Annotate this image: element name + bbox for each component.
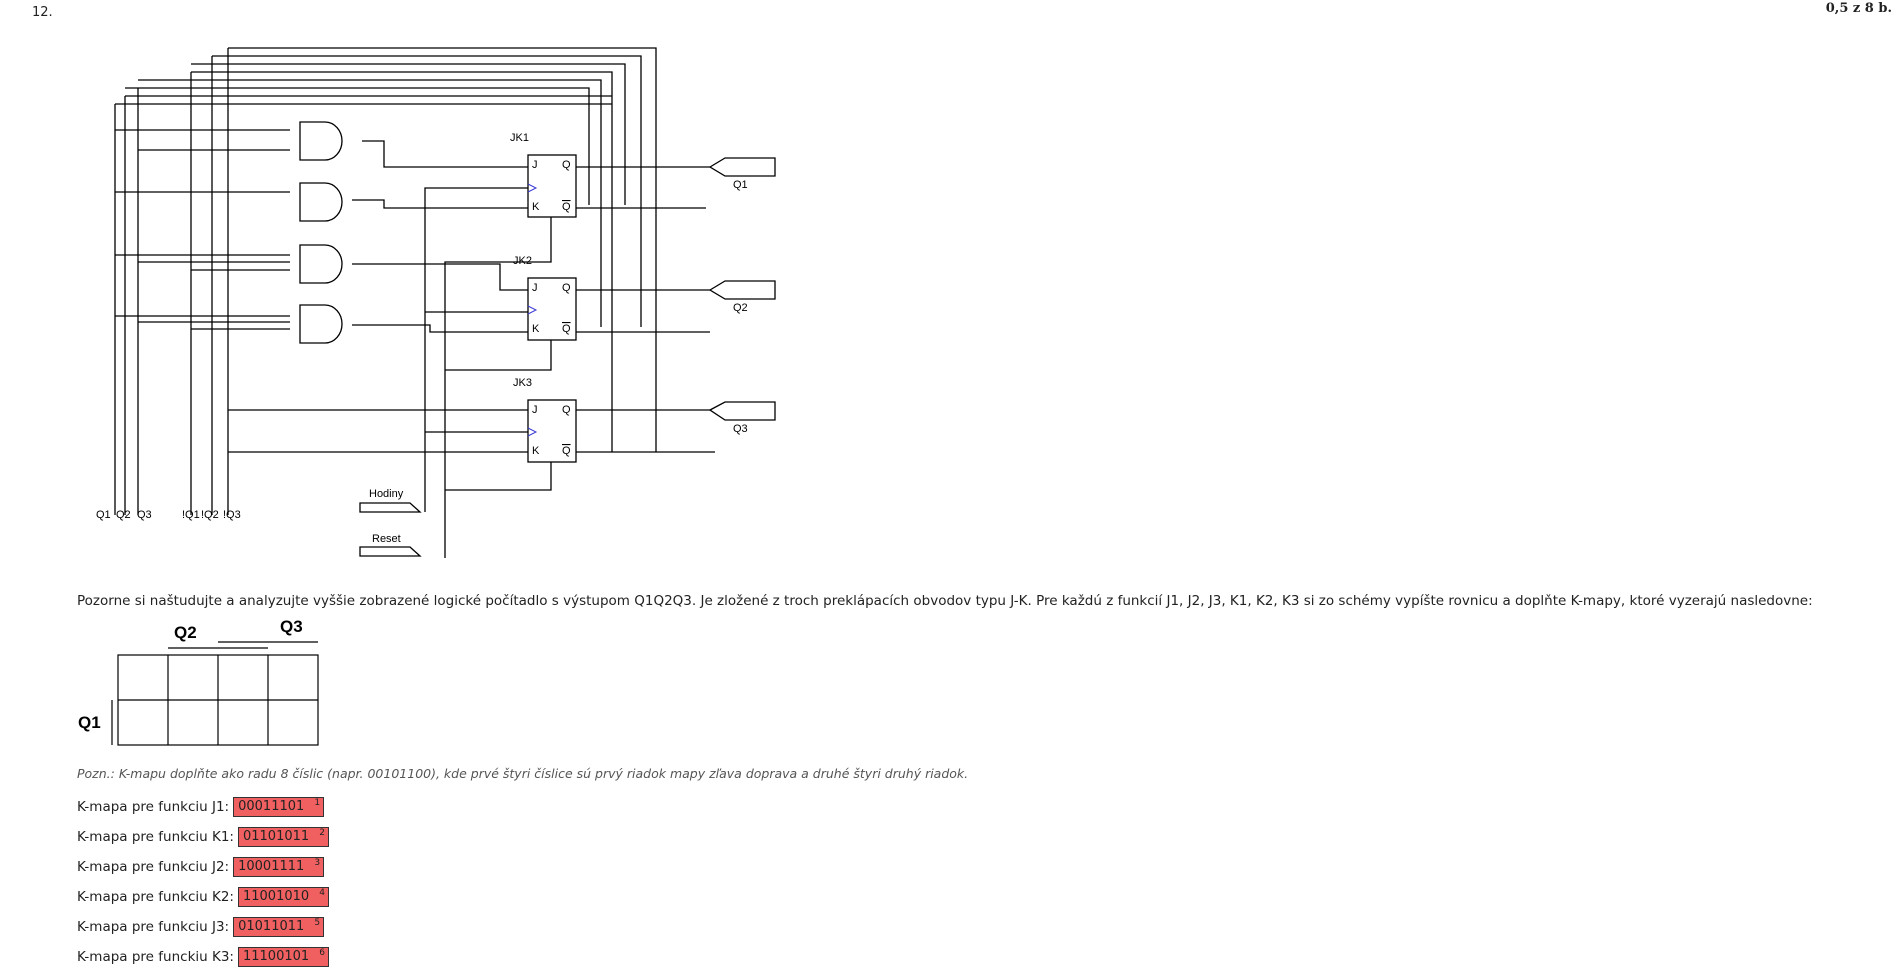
jk3-q: Q [562, 404, 571, 416]
kmap-template: Q2 Q3 Q1 [78, 617, 319, 746]
output-q3-label: Q3 [733, 423, 748, 435]
answer-label: K-mapa pre funkciu K1: [77, 829, 234, 845]
answer-label: K-mapa pre funkciu J3: [77, 919, 230, 935]
answer-input-k2[interactable]: 11001010 4 [237, 887, 329, 907]
question-number: 12. [32, 5, 53, 20]
answer-value: 01011011 [238, 919, 305, 934]
answer-row: K-mapa pre funkciu J1: 00011101 1 [77, 792, 329, 822]
bus-q3-label: Q3 [137, 509, 152, 521]
answer-input-j1[interactable]: 00011101 1 [233, 797, 325, 817]
answer-row: K-mapa pre funkciu J2: 10001111 3 [77, 852, 329, 882]
jk1-q: Q [562, 159, 571, 171]
bus-q2-label: Q2 [116, 509, 131, 521]
circuit-diagram: JK1 JK2 JK3 J K Q Q J K Q Q J K Q Q Q1 Q… [96, 47, 776, 558]
jk3-k: K [532, 445, 540, 457]
feedback-index: 3 [314, 858, 321, 868]
kmap-q3-label: Q3 [280, 617, 303, 636]
output-q1-label: Q1 [733, 179, 748, 191]
bus-nq2-label: !Q2 [201, 509, 219, 521]
answer-row: K-mapa pre funkciu J3: 01011011 5 [77, 912, 329, 942]
answer-row: K-mapa pre funkciu K2: 11001010 4 [77, 882, 329, 912]
note: Pozn.: K-mapu doplňte ako radu 8 číslic … [77, 766, 969, 781]
answer-label: K-mapa pre funckiu K3: [77, 949, 234, 965]
bus-nq3-label: !Q3 [223, 509, 241, 521]
answer-value: 01101011 [242, 829, 310, 844]
jk2-q: Q [562, 282, 571, 294]
jk3-label: JK3 [513, 377, 532, 389]
answer-label: K-mapa pre funkciu J1: [77, 799, 230, 815]
jk2-k: K [532, 323, 540, 335]
jk1-label: JK1 [510, 132, 529, 144]
answer-value: 10001111 [238, 859, 305, 874]
answer-input-k1[interactable]: 01101011 2 [237, 827, 329, 847]
output-q2-label: Q2 [733, 302, 748, 314]
answer-value: 11001010 [242, 889, 310, 904]
jk1-j: J [532, 159, 538, 171]
jk2-qbar: Q [562, 323, 571, 335]
answer-label: K-mapa pre funkciu J2: [77, 859, 230, 875]
kmap-q1-label: Q1 [78, 713, 101, 732]
kmap-q2-label: Q2 [174, 623, 197, 642]
jk3-qbar: Q [562, 445, 571, 457]
feedback-index: 2 [319, 828, 325, 838]
question-score: 0,5 z 8 b. [1825, 1, 1892, 16]
answer-value: 11100101 [242, 949, 310, 964]
feedback-index: 5 [314, 918, 321, 928]
answer-input-j2[interactable]: 10001111 3 [233, 857, 325, 877]
answer-row: K-mapa pre funckiu K3: 11100101 6 [77, 942, 329, 972]
reset-label: Reset [372, 533, 401, 545]
answers-list: K-mapa pre funkciu J1: 00011101 1 K-mapa … [77, 792, 329, 972]
jk2-j: J [532, 282, 538, 294]
jk1-qbar: Q [562, 201, 571, 213]
answer-input-j3[interactable]: 01011011 5 [233, 917, 325, 937]
jk1-k: K [532, 201, 540, 213]
feedback-index: 1 [314, 798, 321, 808]
answer-value: 00011101 [238, 799, 305, 814]
feedback-index: 6 [319, 948, 325, 958]
bus-q1-label: Q1 [96, 509, 111, 521]
clock-label: Hodiny [369, 488, 404, 500]
jk3-j: J [532, 404, 538, 416]
answer-input-k3[interactable]: 11100101 6 [237, 947, 329, 967]
answer-label: K-mapa pre funkciu K2: [77, 889, 234, 905]
jk2-label: JK2 [513, 255, 532, 267]
feedback-index: 4 [319, 888, 325, 898]
bus-nq1-label: !Q1 [182, 509, 200, 521]
task-description: Pozorne si naštudujte a analyzujte vyšši… [77, 593, 1813, 609]
answer-row: K-mapa pre funkciu K1: 01101011 2 [77, 822, 329, 852]
